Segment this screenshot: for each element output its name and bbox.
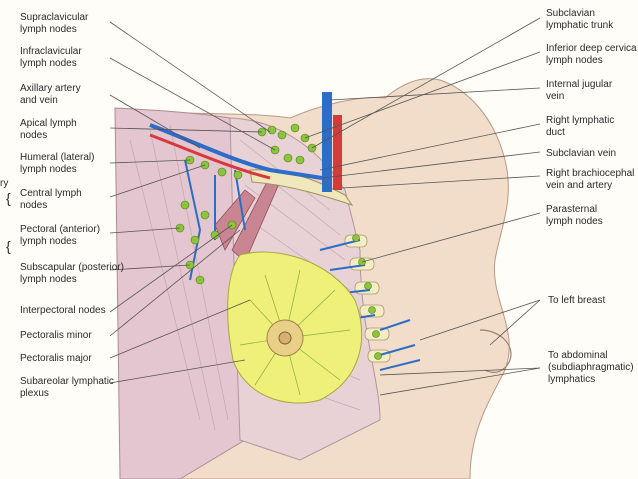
- label-apical: Apical lymph nodes: [20, 118, 77, 142]
- label-to-left-breast: To left breast: [548, 295, 605, 307]
- label-subclavian-vein: Subclavian vein: [546, 148, 616, 160]
- label-line: Subareolar lymphatic: [20, 376, 114, 387]
- label-line: To abdominal: [548, 350, 608, 361]
- label-line: plexus: [20, 388, 49, 399]
- label-pectoralis-major: Pectoralis major: [20, 353, 92, 365]
- edge-brace-2: {: [6, 238, 11, 254]
- edge-brace-1: {: [6, 190, 11, 206]
- label-line: Pectoralis minor: [20, 330, 92, 341]
- label-line: Humeral (lateral): [20, 152, 95, 163]
- label-line: lymph nodes: [20, 24, 77, 35]
- label-line: Parasternal: [546, 204, 598, 215]
- carotid-artery: [333, 115, 342, 190]
- label-line: vein and artery: [546, 180, 613, 191]
- label-brachiocephalic: Right brachiocephal vein and artery: [546, 168, 634, 192]
- label-line: lymph nodes: [20, 274, 77, 285]
- left-breast-outline: [479, 329, 512, 373]
- axillary-artery-vessel: [149, 133, 271, 180]
- label-line: To left breast: [548, 295, 606, 306]
- label-line: lymph nodes: [20, 58, 77, 69]
- label-pectoralis-minor: Pectoralis minor: [20, 330, 92, 342]
- label-line: Infraclavicular: [20, 46, 82, 57]
- label-line: Supraclavicular: [20, 12, 89, 23]
- label-internal-jugular: Internal jugular vein: [546, 79, 612, 103]
- lymph-nodes: [175, 123, 382, 360]
- label-line: Inferior deep cervica: [546, 43, 637, 54]
- label-pectoral: Pectoral (anterior) lymph nodes: [20, 224, 100, 248]
- label-line: duct: [546, 127, 565, 138]
- label-line: Central lymph: [20, 188, 82, 199]
- label-line: vein: [546, 91, 565, 102]
- label-parasternal: Parasternal lymph nodes: [546, 204, 603, 228]
- internal-jugular-vein: [322, 92, 332, 192]
- label-line: lymph nodes: [20, 164, 77, 175]
- nipple: [278, 331, 292, 345]
- label-line: lymphatics: [548, 374, 596, 385]
- label-axillary-vessels: Axillary artery and vein: [20, 83, 81, 107]
- label-line: Pectoralis major: [20, 353, 92, 364]
- label-subscapular: Subscapular (posterior) lymph nodes: [20, 262, 124, 286]
- label-central: Central lymph nodes: [20, 188, 82, 212]
- label-line: Right brachiocephal: [546, 168, 635, 179]
- label-inferior-deep-cervical: Inferior deep cervica lymph nodes: [546, 43, 637, 67]
- label-subclavian-trunk: Subclavian lymphatic trunk: [546, 8, 613, 32]
- label-line: lymph nodes: [546, 216, 603, 227]
- label-line: Apical lymph: [20, 118, 77, 129]
- label-line: Pectoral (anterior): [20, 224, 101, 235]
- label-line: Subscapular (posterior): [20, 262, 124, 273]
- label-line: (subdiaphragmatic): [548, 362, 634, 373]
- label-line: Subclavian: [546, 8, 595, 19]
- label-line: lymph nodes: [546, 55, 603, 66]
- label-line: nodes: [20, 200, 48, 211]
- label-line: and vein: [20, 95, 58, 106]
- label-humeral: Humeral (lateral) lymph nodes: [20, 152, 94, 176]
- label-line: Interpectoral nodes: [20, 305, 106, 316]
- subclavian-vein-vessel: [149, 123, 323, 180]
- label-line: Right lymphatic: [546, 115, 615, 126]
- label-line: lymphatic trunk: [546, 20, 614, 31]
- leader-lines: [109, 17, 541, 396]
- label-line: lymph nodes: [20, 236, 77, 247]
- label-to-abdominal: To abdominal (subdiaphragmatic) lymphati…: [548, 350, 634, 386]
- label-line: nodes: [20, 130, 48, 141]
- label-interpectoral: Interpectoral nodes: [20, 305, 106, 317]
- edge-text-ry: ry: [0, 178, 9, 189]
- label-line: Subclavian vein: [546, 148, 617, 159]
- label-right-lymphatic-duct: Right lymphatic duct: [546, 115, 614, 139]
- label-subareolar: Subareolar lymphatic plexus: [20, 376, 114, 400]
- label-supraclavicular: Supraclavicular lymph nodes: [20, 12, 88, 36]
- label-infraclavicular: Infraclavicular lymph nodes: [20, 46, 82, 70]
- label-line: Axillary artery: [20, 83, 81, 94]
- label-line: Internal jugular: [546, 79, 613, 90]
